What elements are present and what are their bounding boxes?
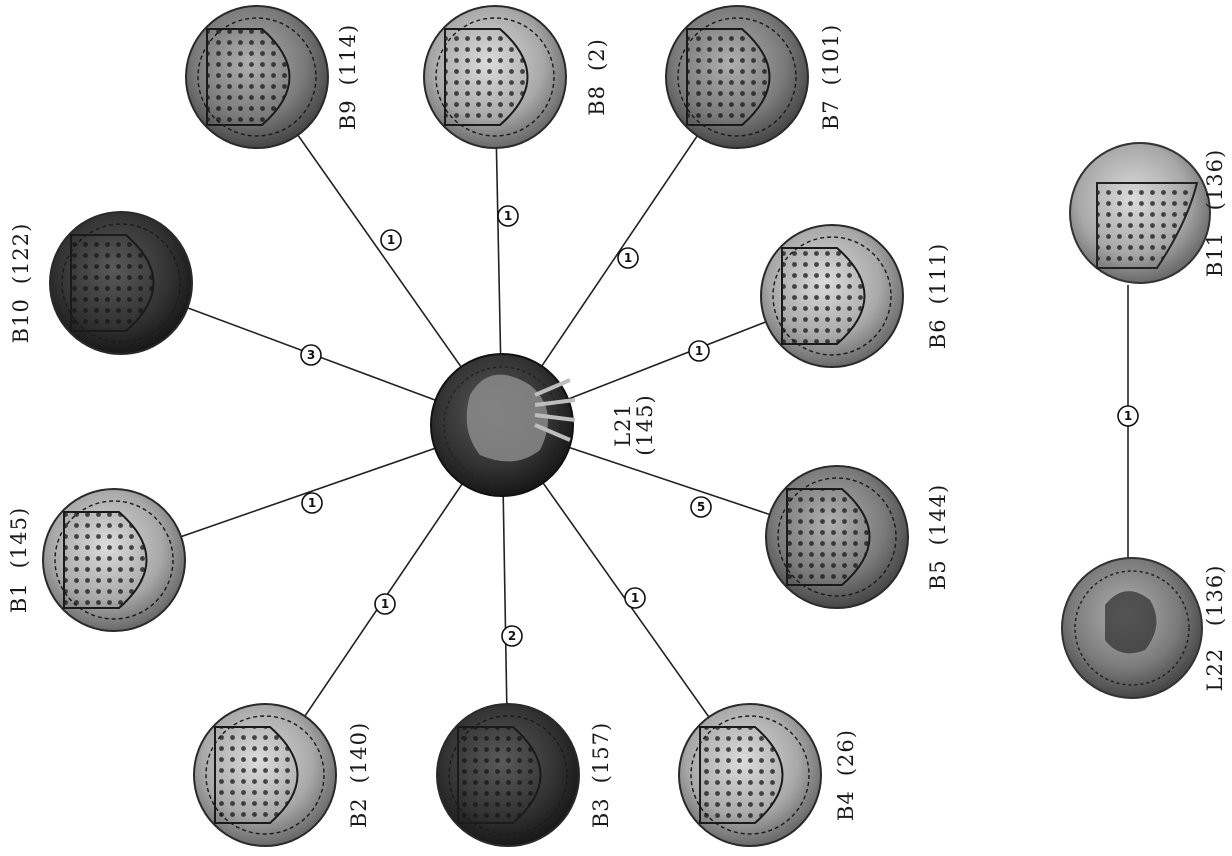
- link-badge-b2: 1: [375, 594, 395, 614]
- coin-b3: [437, 704, 579, 846]
- coin-id-b10: B10: [9, 298, 33, 343]
- coin-count-b1: (145): [7, 507, 31, 568]
- link-count-b9: 1: [387, 233, 395, 247]
- coin-label-b6: B6 (111): [926, 243, 950, 349]
- coin-label-b3: B3 (157): [589, 722, 613, 828]
- coin-count-b6: (111): [926, 243, 950, 304]
- pair-bottom-count: (136): [1203, 565, 1227, 626]
- coin-label-b10: B10 (122): [9, 223, 33, 344]
- coin-id-b4: B4: [834, 790, 858, 821]
- coin-label-b8: B8(2): [585, 38, 609, 116]
- link-badge-b7: 1: [618, 248, 638, 268]
- coin-b2: [194, 704, 336, 846]
- coin-label-b2: B2 (140): [347, 722, 371, 828]
- coin-count-b8: (2): [585, 38, 609, 71]
- coin-count-b10: (122): [9, 223, 33, 284]
- coin-count-b5: (144): [926, 484, 950, 545]
- link-count-b4: 1: [631, 591, 639, 605]
- pair-bottom-text: L22 (136): [1203, 565, 1227, 692]
- link-badge-b8: 1: [498, 206, 518, 226]
- coin-id-b5: B5: [926, 559, 950, 590]
- coin-count-b2: (140): [347, 722, 371, 783]
- coin-b8: [424, 6, 566, 148]
- center-coin-l21: [431, 354, 575, 496]
- link-count-b8: 1: [504, 209, 512, 223]
- coin-id-b3: B3: [589, 797, 613, 828]
- coin-label-b1: B1 (145): [7, 507, 31, 613]
- link-count-b7: 1: [624, 251, 632, 265]
- coin-count-b4: (26): [834, 729, 858, 776]
- link-count-b2: 1: [381, 597, 389, 611]
- coin-b9: [186, 6, 328, 148]
- center-label: L21: [611, 403, 635, 447]
- coin-label-b7: B7 (101): [819, 24, 843, 130]
- coin-b6: [761, 225, 903, 367]
- link-badge-b6: 1: [689, 341, 709, 361]
- link-count-b10: 3: [307, 348, 315, 362]
- pair-top-label: B11: [1203, 232, 1227, 277]
- coin-count-b9: (114): [336, 24, 360, 85]
- coin-label-b5: B5 (144): [926, 484, 950, 590]
- coin-b7: [666, 6, 808, 148]
- coin-count-b7: (101): [819, 24, 843, 85]
- coin-id-b2: B2: [347, 797, 371, 828]
- center-count: (145): [633, 394, 657, 455]
- coin-id-b9: B9: [336, 99, 360, 130]
- coin-b5: [766, 466, 908, 608]
- coin-label-b9: B9 (114): [336, 24, 360, 130]
- coin-b4: [679, 704, 821, 846]
- pair-bottom-label: L22: [1203, 648, 1227, 692]
- link-badge-b3: 2: [502, 626, 522, 646]
- coin-b11: [1070, 143, 1210, 283]
- coin-b10: [50, 212, 192, 354]
- link-badge-b10: 3: [301, 345, 321, 365]
- coin-b1: [43, 489, 185, 631]
- coin-l22: [1062, 558, 1202, 698]
- link-count-b5: 5: [697, 500, 705, 514]
- coin-id-b7: B7: [819, 99, 843, 130]
- svg-text:1: 1: [1124, 409, 1132, 423]
- link-count-b1: 1: [308, 496, 316, 510]
- link-badge-b4: 1: [625, 588, 645, 608]
- coin-label-b4: B4 (26): [834, 729, 858, 821]
- link-count-b6: 1: [695, 344, 703, 358]
- link-count-b3: 2: [508, 629, 516, 643]
- coin-id-b6: B6: [926, 318, 950, 349]
- pair-link-badge: 1: [1118, 406, 1138, 426]
- coin-count-b3: (157): [589, 722, 613, 783]
- coin-id-b1: B1: [7, 582, 31, 613]
- pair-top-count: (136): [1203, 149, 1227, 210]
- link-badge-b1: 1: [302, 493, 322, 513]
- link-badge-b9: 1: [381, 230, 401, 250]
- coin-id-b8: B8: [585, 85, 609, 116]
- link-badge-b5: 5: [691, 497, 711, 517]
